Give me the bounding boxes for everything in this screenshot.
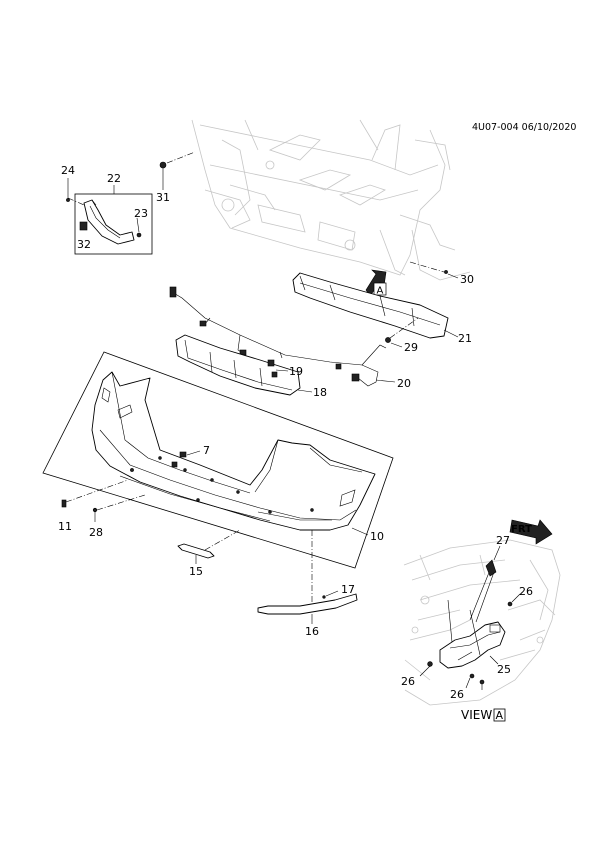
callout-26-lower: 26 (450, 688, 464, 701)
callout-20: 20 (397, 377, 411, 390)
part-20-wiring-harness (169, 286, 396, 387)
callout-29: 29 (404, 341, 418, 354)
detail-view-a-caption: VIEW A (461, 708, 506, 722)
part-10-bumper-fascia (42, 351, 394, 569)
callout-26-upper: 26 (519, 585, 533, 598)
callout-26-left: 26 (401, 675, 415, 688)
callout-30: 30 (460, 273, 474, 286)
view-a-marker-letter: A (377, 286, 384, 297)
callout-27: 27 (496, 534, 510, 547)
callout-32: 32 (77, 238, 91, 251)
callout-11: 11 (58, 520, 72, 533)
callout-7: 7 (203, 444, 210, 457)
callout-16: 16 (305, 625, 319, 638)
part-11-fastener (61, 479, 129, 508)
part-28-fastener (92, 494, 146, 522)
view-a-marker: A (365, 269, 387, 297)
callout-10: 10 (370, 530, 384, 543)
document-code: 4U07-004 06/10/2020 (472, 122, 576, 133)
callout-17: 17 (341, 583, 355, 596)
callout-15: 15 (189, 565, 203, 578)
callout-labels: 24 22 23 32 31 30 21 29 19 18 20 7 11 28… (58, 164, 533, 701)
detail-view-a (403, 539, 561, 706)
part-21-impact-beam (292, 272, 459, 339)
callout-22: 22 (107, 172, 121, 185)
callout-18: 18 (313, 386, 327, 399)
callout-24: 24 (61, 164, 75, 177)
part-16-lower-trim (257, 530, 358, 624)
detail-view-label: VIEW (461, 708, 492, 722)
detail-view-letter: A (496, 709, 504, 722)
part-7-clip (179, 450, 201, 458)
callout-25: 25 (497, 663, 511, 676)
callout-19: 19 (289, 365, 303, 378)
callout-23: 23 (134, 207, 148, 220)
part-15-trim-strip (177, 529, 241, 564)
callout-31: 31 (156, 191, 170, 204)
part-31-bolt (159, 151, 196, 190)
part-18-energy-absorber (175, 334, 313, 396)
part-30-fastener (409, 261, 459, 279)
callout-28: 28 (89, 526, 103, 539)
part-29-clip (385, 317, 419, 348)
bracket-inset (66, 178, 153, 255)
part-17-clip (322, 590, 339, 599)
front-direction-arrow: FRT (509, 519, 553, 545)
vehicle-rear-body-ghost (191, 119, 471, 281)
callout-21: 21 (458, 332, 472, 345)
front-direction-label: FRT (511, 524, 532, 535)
